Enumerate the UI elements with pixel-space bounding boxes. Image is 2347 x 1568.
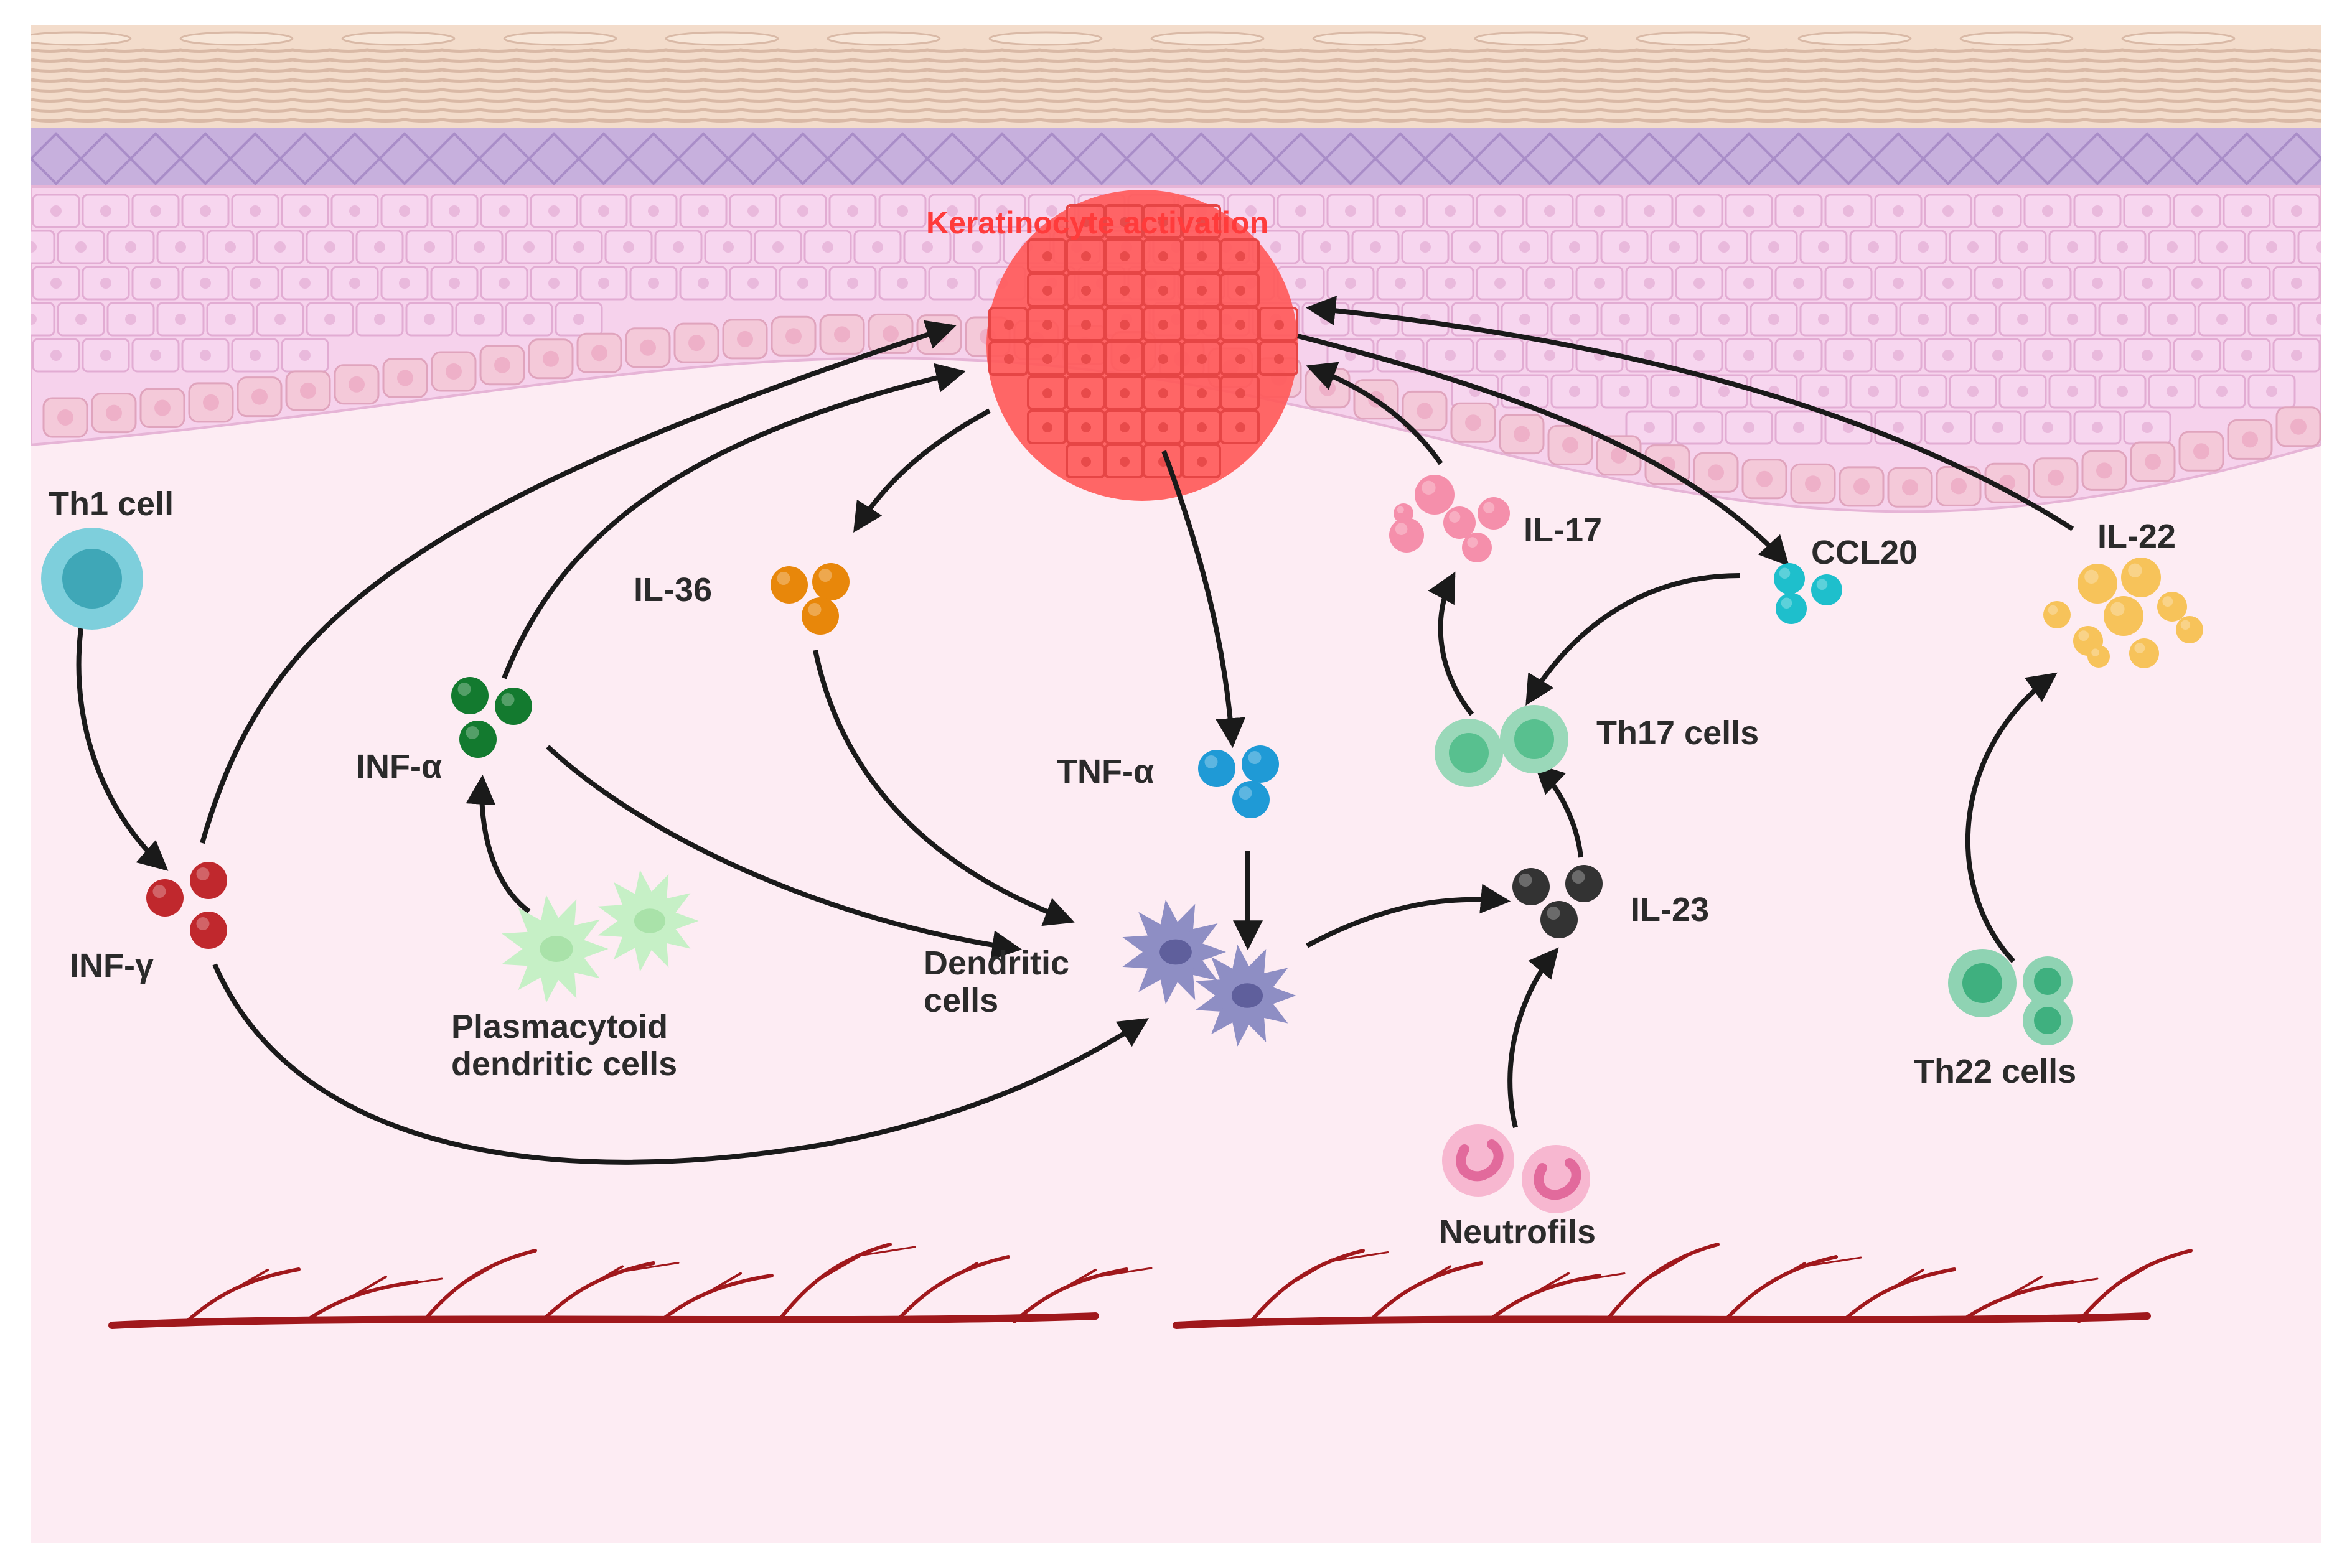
th1-cell-label: Th1 cell <box>49 485 174 523</box>
th17-cells-label: Th17 cells <box>1596 714 1759 752</box>
arrow-th17-to-il17 <box>1428 571 1474 716</box>
il23-label: IL-23 <box>1631 891 1710 928</box>
inf-alpha-cytokines <box>451 677 532 758</box>
arrow-dendritic-to-il23 <box>1306 884 1511 948</box>
arrow-ccl20-to-th17 <box>1525 573 1740 706</box>
th22-cells-label: Th22 cells <box>1914 1053 2077 1090</box>
plasmacytoid-dendritic-cell-1 <box>502 895 609 1003</box>
neutrophils <box>1442 1124 1590 1213</box>
th17-cells <box>1435 705 1568 787</box>
inf-gamma-cytokines <box>146 862 227 949</box>
tnf-alpha-label: TNF-α <box>1057 753 1155 790</box>
ccl20-cytokines <box>1774 563 1842 624</box>
il23-cytokines <box>1512 865 1603 938</box>
tnf-alpha-cytokines <box>1198 745 1279 818</box>
keratinocyte-activation-label: Keratinocyte activation <box>926 205 1269 240</box>
arrow-il23-to-th17 <box>1534 763 1583 858</box>
il22-label: IL-22 <box>2097 518 2176 555</box>
dendritic-cells-label: Dendritic cells <box>924 945 1070 1020</box>
arrow-pdc-to-infa <box>466 774 531 914</box>
arrow-keratinocyte-to-ccl20 <box>1297 334 1789 567</box>
arrow-il17-to-keratinocyte <box>1306 362 1443 465</box>
plasmacytoid-dendritic-cells-label: Plasmacytoid dendritic cells <box>451 1008 678 1083</box>
arrow-neutrophils-to-il23 <box>1507 947 1559 1128</box>
keratinocyte-activation-cluster <box>986 190 1298 501</box>
ccl20-label: CCL20 <box>1811 534 1918 571</box>
arrow-th1-to-infg <box>76 628 169 871</box>
arrow-infg-to-dendritic <box>212 963 1150 1165</box>
arrow-infa-to-dendritic <box>546 745 1023 960</box>
dendritic-cell-1 <box>1122 899 1226 1005</box>
il22-cytokines <box>2043 558 2203 668</box>
dermal-blood-vessels <box>108 1243 2193 1329</box>
arrow-keratinocyte-to-il36 <box>853 408 991 533</box>
il17-cytokines <box>1389 475 1510 562</box>
arrow-infg-to-keratinocyte <box>200 320 957 844</box>
arrow-th22-to-il22 <box>1965 672 2058 963</box>
inf-gamma-label: INF-γ <box>70 947 154 984</box>
th22-cells <box>1948 949 2073 1045</box>
neutrophils-label: Neutrofils <box>1439 1213 1596 1251</box>
arrows <box>76 296 2074 1165</box>
il36-cytokines <box>771 563 850 635</box>
arrow-keratinocyte-to-tnfa <box>1161 450 1246 749</box>
basal-layer <box>42 313 2321 508</box>
arrow-il36-to-dendritic <box>813 650 1075 926</box>
inf-alpha-label: INF-α <box>356 748 443 785</box>
il17-label: IL-17 <box>1524 511 1603 549</box>
cells <box>41 475 2203 1213</box>
arrow-il22-to-keratinocyte <box>1305 296 2074 531</box>
arrow-infa-to-keratinocyte <box>502 363 967 679</box>
il36-label: IL-36 <box>634 571 713 609</box>
dendritic-cell-2 <box>1195 945 1296 1047</box>
plasmacytoid-dendritic-cell-2 <box>597 870 699 972</box>
th1-cell <box>41 528 143 630</box>
